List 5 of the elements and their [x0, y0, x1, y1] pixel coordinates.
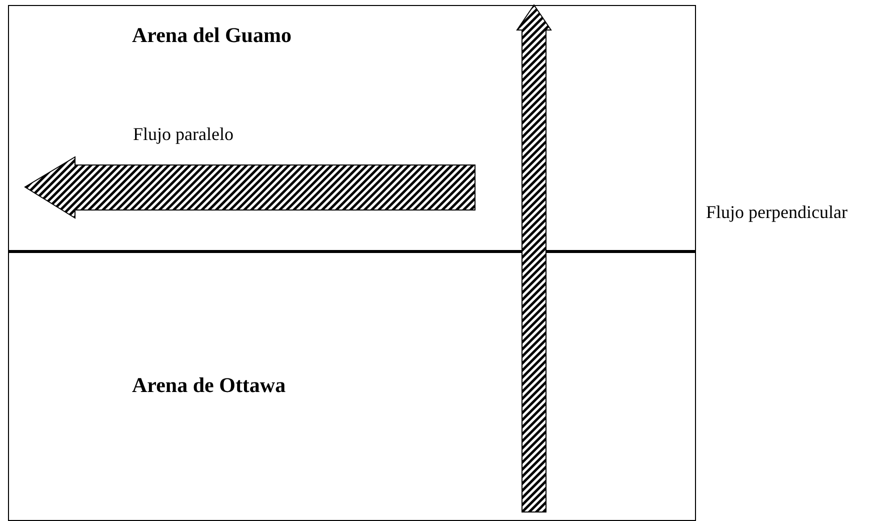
- soil-layer-band: [8, 250, 696, 521]
- flow-label: Flujo paralelo: [133, 124, 234, 145]
- layer-name: Arena del Guamo: [132, 23, 292, 48]
- layer-name: Arena de Ottawa: [132, 373, 286, 398]
- flow-label: Flujo perpendicular: [706, 202, 848, 223]
